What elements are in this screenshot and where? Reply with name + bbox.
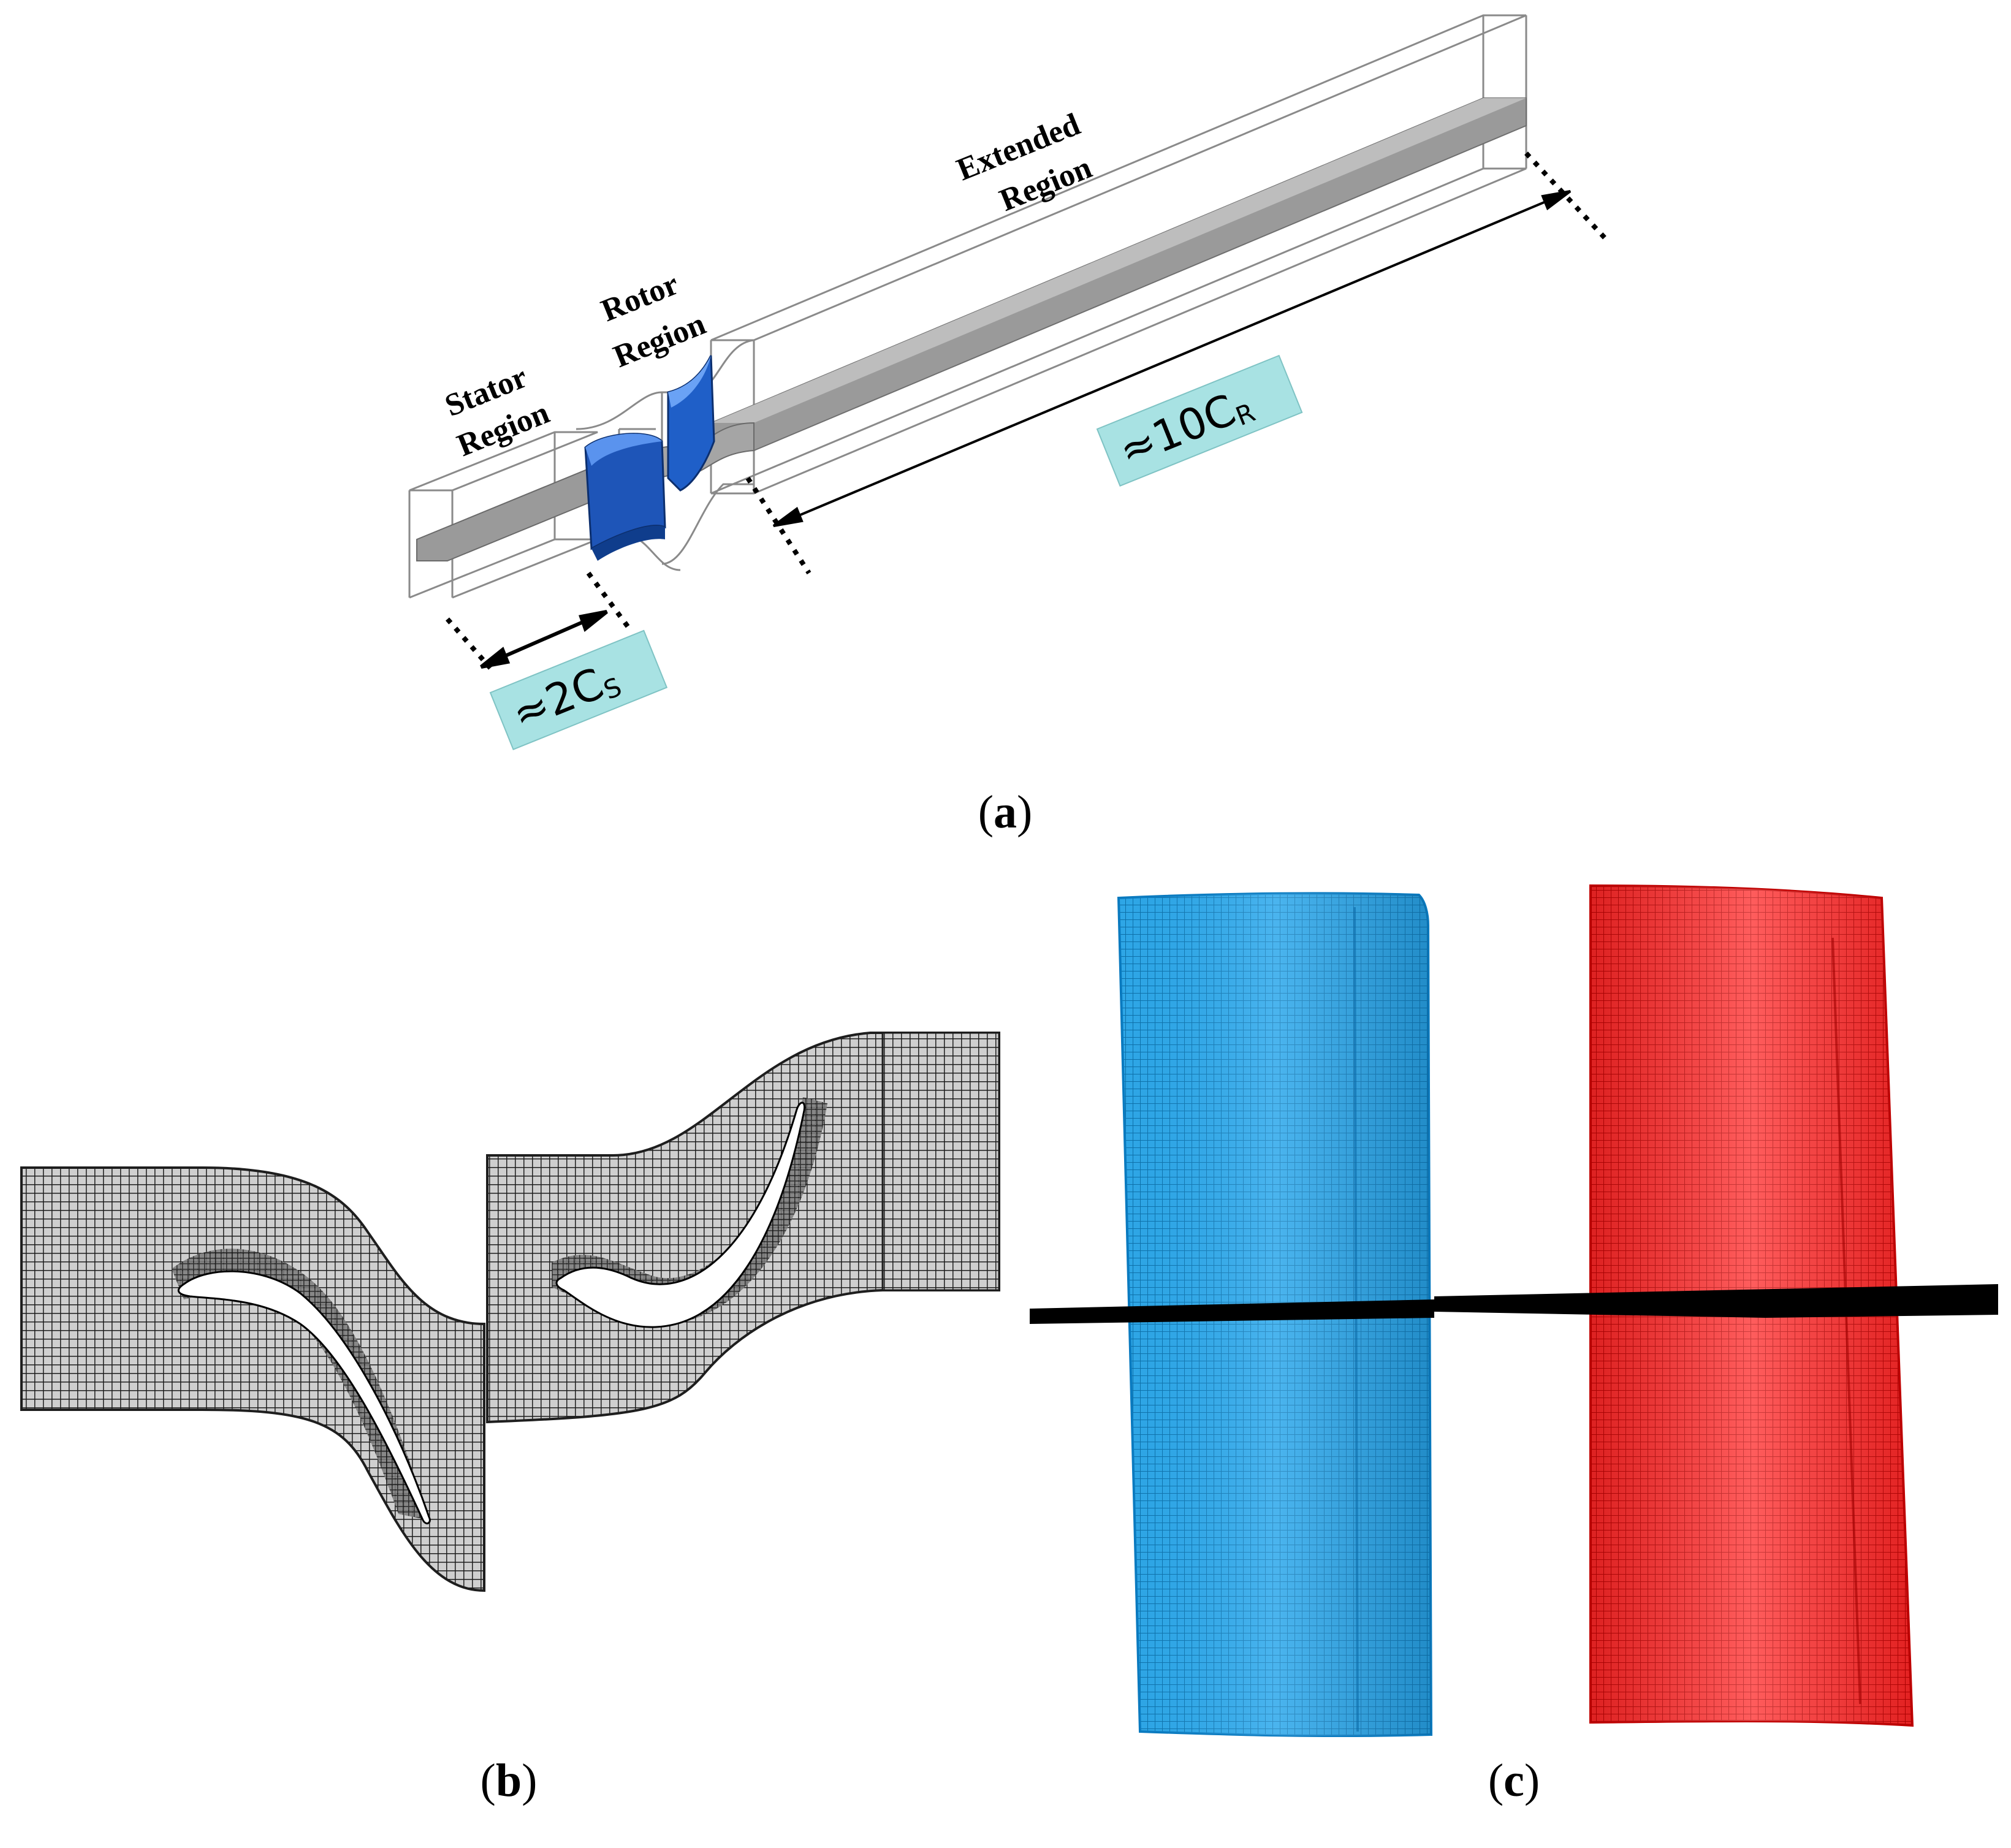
extended-midplane-top [711,98,1526,423]
dim-arrow-stator [480,610,608,669]
stator-blade-profile [177,1270,431,1524]
extended-midplane [710,97,1527,451]
panel-b: (b) [20,1032,1000,1806]
rotor-outlet-mesh [881,1032,1000,1291]
dim-label-extended: ≈10CR [1096,354,1303,487]
midspan-plane [1030,1284,1998,1324]
stator-region-box [408,431,598,599]
stator-blade [584,433,666,561]
panel-b-label: (b) [481,1755,538,1806]
dim-extension-lines [445,151,1608,670]
panel-a-label: (a) [978,786,1033,838]
rotor-blade [667,355,715,492]
panel-c-label: (c) [1488,1755,1540,1806]
dim-label-stator: ≈2CS [489,629,668,751]
panel-a: Stator Region Rotor Region Extended Regi… [408,14,1608,838]
stator-passage-mesh [20,1166,485,1592]
rotor-blade-profile [555,1101,806,1328]
dim-arrow-extended [772,190,1572,527]
panel-c: (c) [1030,884,1998,1806]
rotor-passage-mesh [486,1032,1000,1424]
